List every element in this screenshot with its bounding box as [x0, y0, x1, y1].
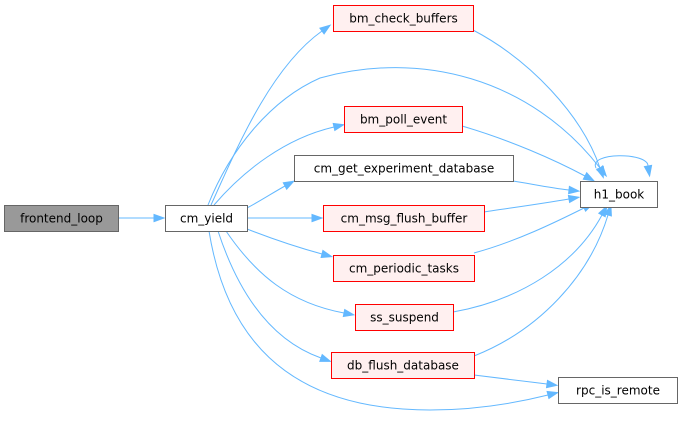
- edge-line: [217, 230, 322, 359]
- edge-cm_yield-to-bm_check_buffers: [210, 24, 332, 206]
- edge-line: [473, 374, 548, 385]
- edge-cm_yield-to-cm_msg_flush_buffer: [247, 213, 324, 223]
- edge-arrowhead: [582, 171, 596, 182]
- edge-line: [225, 230, 345, 314]
- node-label: h1_book: [594, 188, 645, 202]
- edges-layer: [118, 24, 653, 411]
- node-bm-poll-event[interactable]: bm_poll_event: [344, 106, 463, 133]
- edge-arrowhead: [332, 122, 346, 132]
- edge-line: [452, 214, 603, 313]
- edge-cm_yield-to-db_flush_database: [217, 230, 332, 362]
- node-cm-get-experiment-database[interactable]: cm_get_experiment_database: [294, 155, 514, 182]
- edge-cm_yield-to-rpc_is_remote: [208, 230, 560, 411]
- edge-arrowhead: [342, 308, 356, 318]
- edge-arrowhead: [603, 203, 612, 217]
- node-label: frontend_loop: [20, 212, 103, 226]
- edge-line: [207, 67, 601, 206]
- node-box[interactable]: [4, 205, 119, 232]
- edge-arrowhead: [282, 180, 296, 191]
- node-box[interactable]: [165, 205, 248, 232]
- edge-line: [473, 207, 585, 254]
- edge-db_flush_database-to-rpc_is_remote: [473, 374, 559, 389]
- node-box[interactable]: [323, 205, 485, 232]
- edge-line: [246, 228, 323, 255]
- node-box[interactable]: [344, 106, 463, 133]
- edge-line: [461, 125, 586, 177]
- edge-arrowhead: [319, 24, 332, 35]
- edge-line: [246, 185, 286, 209]
- edge-arrowhead: [153, 213, 166, 223]
- edge-arrowhead: [568, 185, 581, 195]
- edge-arrowhead: [643, 164, 653, 178]
- node-label: db_flush_database: [347, 359, 459, 373]
- edge-arrowhead: [319, 353, 332, 362]
- node-box[interactable]: [558, 377, 678, 404]
- node-h1-book[interactable]: h1_book: [580, 181, 658, 208]
- node-frontend-loop[interactable]: frontend_loop: [4, 205, 119, 232]
- edge-cm_msg_flush_buffer-to-h1_book: [483, 194, 581, 213]
- node-box[interactable]: [333, 5, 474, 32]
- node-label: bm_check_buffers: [349, 12, 458, 26]
- node-box[interactable]: [580, 181, 658, 208]
- edge-line: [483, 198, 570, 213]
- node-label: ss_suspend: [370, 311, 439, 325]
- node-label: cm_get_experiment_database: [314, 162, 495, 176]
- node-box[interactable]: [333, 255, 475, 282]
- edge-cm_yield-to-ss_suspend: [225, 230, 356, 318]
- edge-cm_yield-to-h1_book: [207, 67, 608, 206]
- edge-line: [210, 30, 323, 206]
- node-label: cm_periodic_tasks: [349, 262, 459, 276]
- edge-cm_get_experiment_database-to-h1_book: [512, 180, 581, 195]
- node-cm-yield[interactable]: cm_yield: [165, 205, 248, 232]
- edge-line: [213, 126, 335, 206]
- edge-db_flush_database-to-h1_book: [473, 203, 612, 357]
- edge-arrowhead: [545, 379, 559, 389]
- node-db-flush-database[interactable]: db_flush_database: [331, 352, 475, 379]
- edge-bm_poll_event-to-h1_book: [461, 125, 596, 182]
- node-box[interactable]: [294, 155, 514, 182]
- edge-bm_check_buffers-to-h1_book: [472, 29, 604, 179]
- edge-line: [595, 155, 649, 169]
- nodes-layer: frontend_loop cm_yield bm_check_buffers bm_…: [4, 5, 678, 404]
- node-bm-check-buffers[interactable]: bm_check_buffers: [333, 5, 474, 32]
- edge-arrowhead: [567, 194, 581, 204]
- node-cm-periodic-tasks[interactable]: cm_periodic_tasks: [333, 255, 475, 282]
- edge-h1_book-to-h1_book: [595, 155, 653, 178]
- node-label: rpc_is_remote: [576, 384, 660, 398]
- node-cm-msg-flush-buffer[interactable]: cm_msg_flush_buffer: [323, 205, 485, 232]
- edge-line: [512, 180, 570, 191]
- edge-line: [208, 230, 549, 411]
- edge-arrowhead: [320, 249, 334, 259]
- node-label: cm_msg_flush_buffer: [341, 212, 468, 226]
- node-rpc-is-remote[interactable]: rpc_is_remote: [558, 377, 678, 404]
- node-box[interactable]: [355, 304, 454, 331]
- edge-arrowhead: [595, 166, 604, 179]
- edge-cm_yield-to-bm_poll_event: [213, 122, 346, 206]
- edge-frontend_loop-to-cm_yield: [118, 213, 166, 223]
- node-box[interactable]: [331, 352, 475, 379]
- node-label: bm_poll_event: [360, 113, 447, 127]
- edge-line: [473, 214, 609, 357]
- edge-line: [472, 29, 601, 169]
- edge-cm_yield-to-cm_periodic_tasks: [246, 228, 334, 259]
- edge-arrowhead: [311, 213, 324, 223]
- node-label: cm_yield: [180, 212, 233, 226]
- edge-cm_yield-to-cm_get_experiment_database: [246, 180, 296, 209]
- node-ss-suspend[interactable]: ss_suspend: [355, 304, 454, 331]
- edge-arrowhead: [546, 390, 560, 400]
